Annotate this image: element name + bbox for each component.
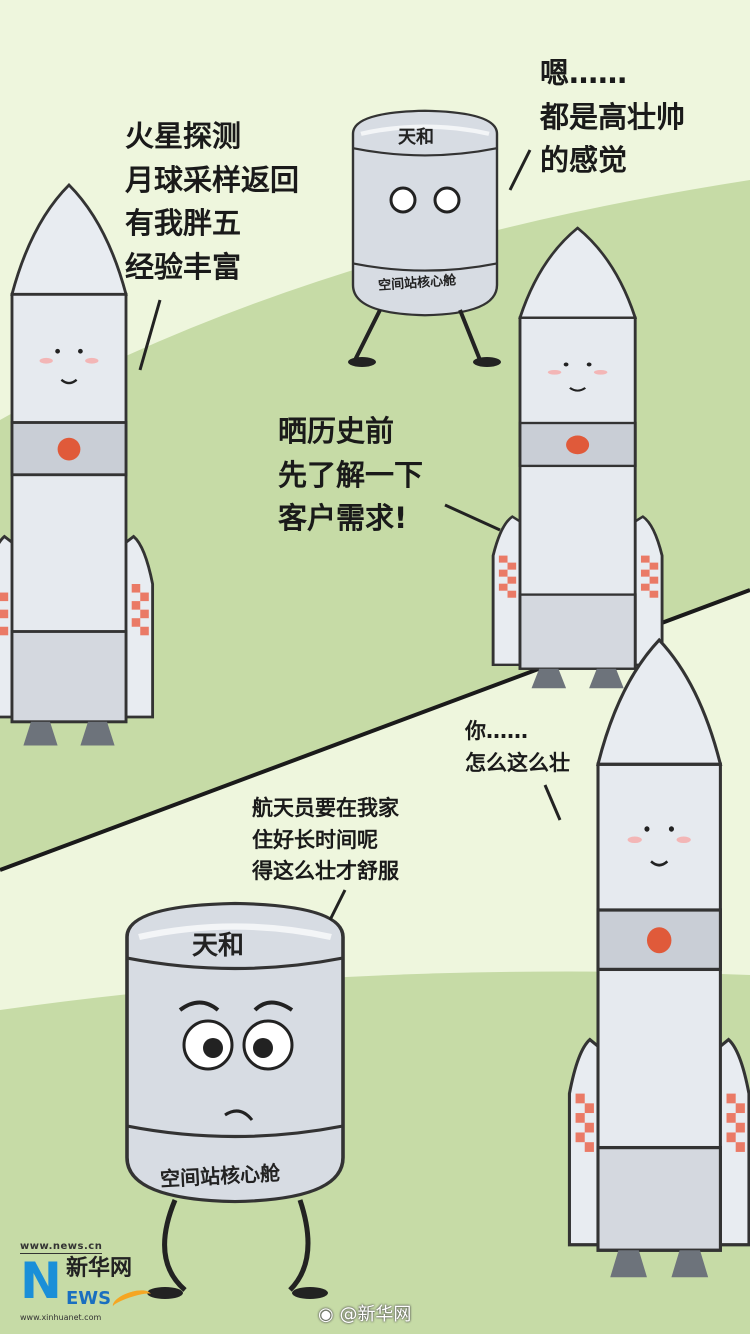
rocket-bottom-speech: 你…… 怎么这么壮 [465, 719, 570, 775]
rocket-right-speech: 晒历史前 先了解一下 客户需求! [278, 414, 424, 535]
module-bottom-speech: 航天员要在我家 住好长时间呢 得这么壮才舒服 [252, 796, 399, 883]
xinhua-logo: www.news.cn N 新华网 EWS www.xinhuanet.com [20, 1240, 154, 1328]
weibo-icon: ◉ [318, 1304, 340, 1325]
swoosh-icon [110, 1286, 154, 1315]
rocket-left-speech: 火星探测 月球采样返回 有我胖五 经验丰富 [125, 119, 300, 284]
module-top-speech: 嗯…… 都是高壮帅 的感觉 [540, 56, 686, 177]
module-bottom-name: 天和 [192, 931, 245, 961]
module-top-name: 天和 [398, 127, 434, 148]
weibo-watermark: ◉ @新华网 [318, 1304, 412, 1325]
